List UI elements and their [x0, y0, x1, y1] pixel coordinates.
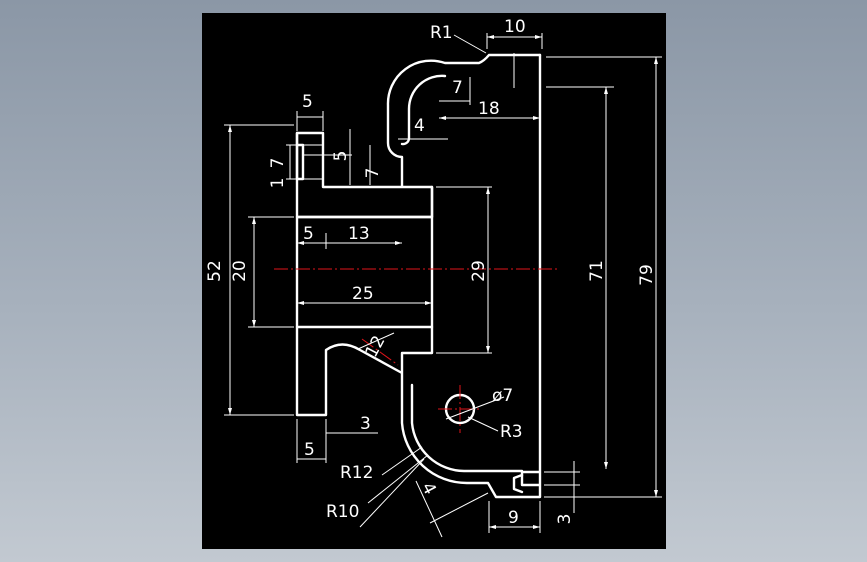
boss-outline: [295, 131, 305, 181]
dim-1: 1: [268, 178, 288, 189]
dim-5-bore: 5: [303, 224, 314, 244]
dim-5-slot: 5: [331, 151, 351, 162]
dim-r10: R10: [326, 502, 359, 522]
dim-3-right: 3: [555, 514, 575, 525]
dim-20: 20: [230, 260, 250, 282]
dim-10: 10: [504, 17, 526, 37]
dim-7-slot: 7: [363, 168, 383, 179]
dimension-lines: [224, 33, 662, 538]
dim-4: 4: [414, 116, 425, 136]
dim-r1: R1: [430, 23, 453, 43]
dim-79: 79: [637, 264, 657, 286]
dim-3-mid: 3: [360, 414, 371, 434]
dim-13: 13: [348, 224, 370, 244]
dim-29: 29: [469, 260, 489, 282]
dimension-labels: R1 10 5 7 1 5 7 4 7 18 52 20 5 13 25 29 …: [205, 17, 657, 528]
dim-52: 52: [205, 260, 225, 282]
dim-9: 9: [508, 508, 519, 528]
dim-18: 18: [478, 99, 500, 119]
cad-viewport[interactable]: R1 10 5 7 1 5 7 4 7 18 52 20 5 13 25 29 …: [202, 13, 666, 549]
dim-71: 71: [587, 260, 607, 282]
dim-25: 25: [352, 284, 374, 304]
inner-bottom-arc: [410, 383, 524, 473]
angle-center: [361, 338, 399, 366]
right-slot: [512, 473, 524, 494]
dim-7-left: 7: [268, 158, 288, 169]
bore-outline: [295, 215, 434, 329]
profile-outline: [295, 53, 542, 219]
lower-outline: [295, 53, 542, 499]
dim-7-top: 7: [452, 78, 463, 98]
centerlines: [274, 268, 558, 433]
dim-r12: R12: [340, 463, 373, 483]
dim-5-top: 5: [302, 92, 313, 112]
inner-top-arc: [400, 74, 447, 146]
part-drawing: R1 10 5 7 1 5 7 4 7 18 52 20 5 13 25 29 …: [205, 17, 662, 538]
dim-phi7: ø7: [492, 386, 513, 406]
dim-r3: R3: [500, 422, 523, 442]
dim-4-angle: 4: [417, 479, 440, 498]
arrowheads: [228, 35, 658, 529]
dim-5-bottom: 5: [304, 440, 315, 460]
part-outline: [295, 53, 542, 499]
